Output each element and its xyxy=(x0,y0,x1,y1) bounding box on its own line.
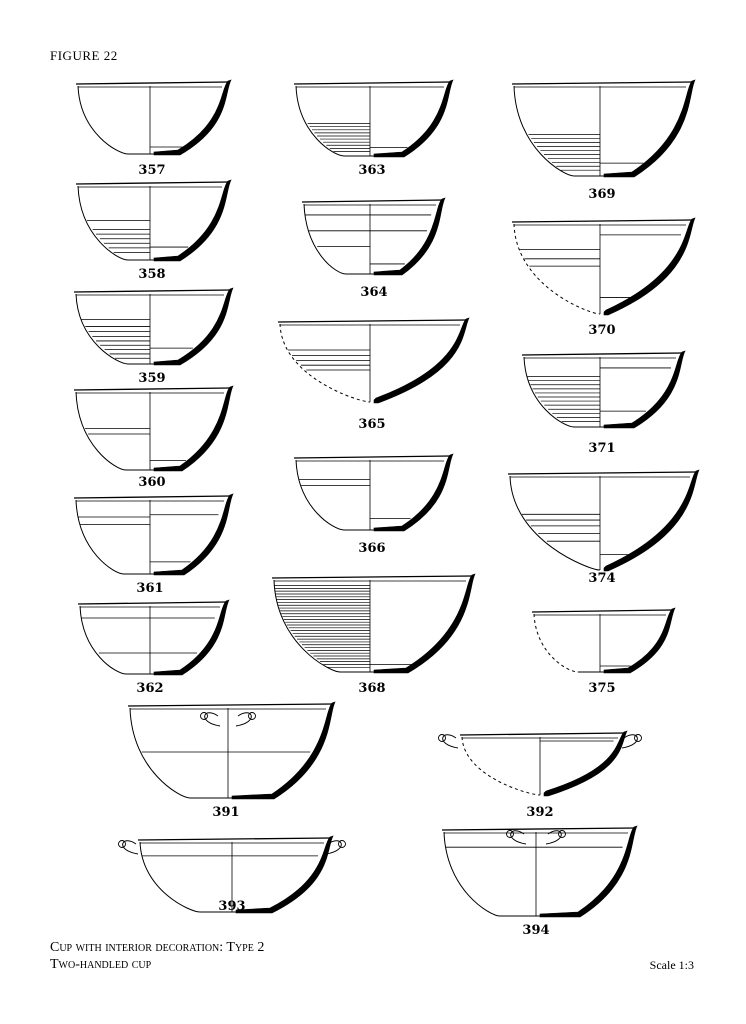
vessel-label-359: 359 xyxy=(138,371,165,386)
vessel-label-363: 363 xyxy=(358,163,385,178)
vessel-394 xyxy=(441,825,638,918)
vessel-358 xyxy=(75,179,232,262)
caption-two-handled: Two-handled cup xyxy=(50,957,152,972)
vessel-374 xyxy=(507,469,700,572)
vessel-label-391: 391 xyxy=(212,805,239,820)
vessel-label-394: 394 xyxy=(522,923,549,938)
vessel-label-358: 358 xyxy=(138,267,165,282)
vessel-393 xyxy=(118,835,346,914)
vessel-365 xyxy=(277,317,470,404)
vessel-361 xyxy=(73,493,234,576)
vessel-label-375: 375 xyxy=(588,681,615,696)
vessel-label-360: 360 xyxy=(138,475,165,490)
vessel-label-364: 364 xyxy=(360,285,387,300)
vessel-370 xyxy=(511,217,696,316)
vessel-label-374: 374 xyxy=(588,571,615,586)
vessel-375 xyxy=(531,607,676,674)
vessel-362 xyxy=(77,599,230,676)
vessel-label-371: 371 xyxy=(588,441,615,456)
vessel-363 xyxy=(293,79,454,158)
vessel-label-362: 362 xyxy=(136,681,163,696)
vessel-369 xyxy=(511,79,696,178)
vessel-371 xyxy=(521,350,686,429)
vessel-366 xyxy=(293,453,454,532)
caption-type: Cup with interior decoration: Type 2 xyxy=(50,940,265,955)
vessel-364 xyxy=(301,197,446,276)
vessel-360 xyxy=(73,385,234,472)
vessel-label-365: 365 xyxy=(358,417,385,432)
scale-label: Scale 1:3 xyxy=(649,958,694,972)
vessel-label-361: 361 xyxy=(136,581,163,596)
vessel-label-366: 366 xyxy=(358,541,385,556)
figure-title: FIGURE 22 xyxy=(50,48,118,63)
vessel-392 xyxy=(438,730,642,797)
vessel-label-357: 357 xyxy=(138,163,165,178)
vessel-label-393: 393 xyxy=(218,899,245,914)
vessel-label-370: 370 xyxy=(588,323,615,338)
vessel-359 xyxy=(73,287,234,366)
vessel-label-369: 369 xyxy=(588,187,615,202)
vessel-label-392: 392 xyxy=(526,805,553,820)
vessel-368 xyxy=(271,573,476,674)
vessel-357 xyxy=(75,79,232,156)
vessel-391 xyxy=(127,701,336,800)
vessel-label-368: 368 xyxy=(358,681,385,696)
